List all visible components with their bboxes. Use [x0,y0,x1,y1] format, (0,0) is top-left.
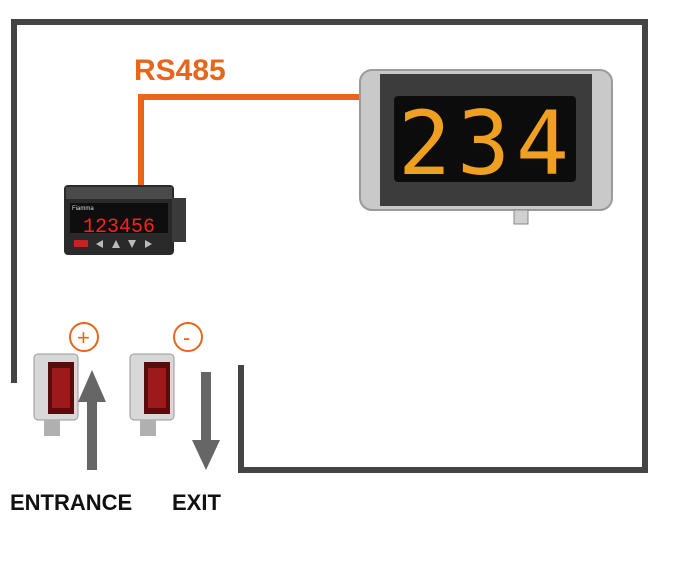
panel-meter-reading: 123456 [83,216,155,239]
photoelectric-sensor-icon [129,353,175,436]
entrance-label: ENTRANCE [10,490,132,515]
room-boundary [11,19,648,473]
photoelectric-sensor-icon [33,353,79,436]
rs485-label: RS485 [134,54,226,87]
down-arrow-icon [192,372,220,470]
panel-meter-brand: Fiamma [72,206,94,212]
minus-sign-circle [173,322,203,352]
rs485-cable [138,94,362,187]
exit-label: EXIT [172,490,221,515]
plus-sign: + [77,325,90,350]
large-display-icon: 234 [359,69,613,225]
up-arrow-icon [78,370,106,470]
panel-meter-icon: Fiamma 123456 [64,185,186,255]
large-display-reading: 234 [398,92,575,195]
minus-sign: - [183,325,190,350]
plus-sign-circle [69,322,99,352]
